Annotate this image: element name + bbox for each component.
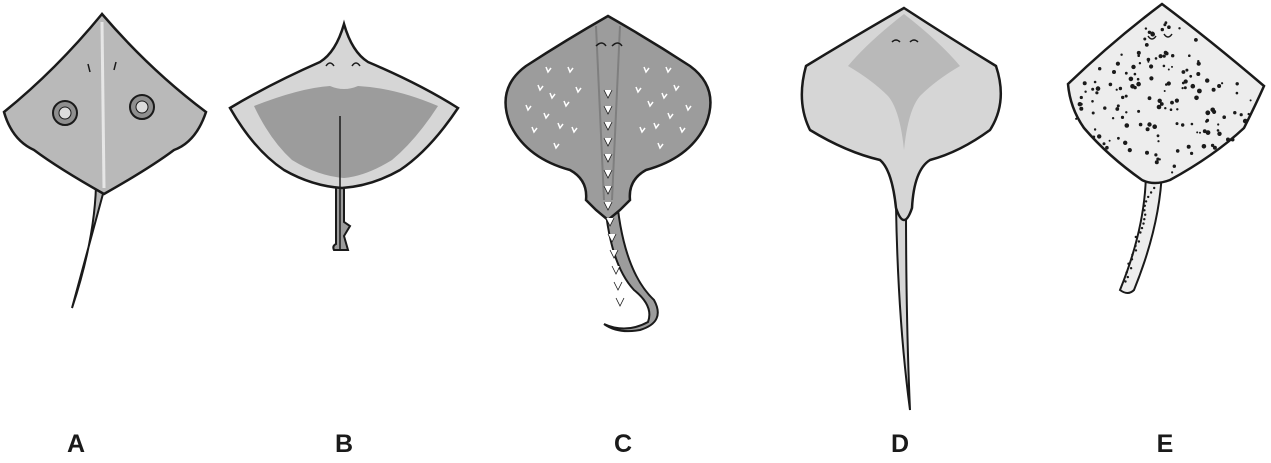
panel-label-b: B <box>314 432 374 457</box>
panel-label-c: C <box>593 432 653 457</box>
ray-with-eyespots-icon <box>4 14 206 308</box>
ray-b-tail <box>333 180 350 250</box>
ray-a-midline <box>102 22 104 188</box>
ray-d-tail <box>896 206 910 410</box>
thorny-ray-icon <box>506 16 711 331</box>
spotted-ray-icon <box>1068 4 1264 293</box>
panel-label-a: A <box>46 432 106 457</box>
panel-label-e: E <box>1135 432 1195 457</box>
ray-long-tail-icon <box>802 8 1001 410</box>
ray-short-tail-icon <box>230 24 458 250</box>
panel-label-d: D <box>870 432 930 457</box>
